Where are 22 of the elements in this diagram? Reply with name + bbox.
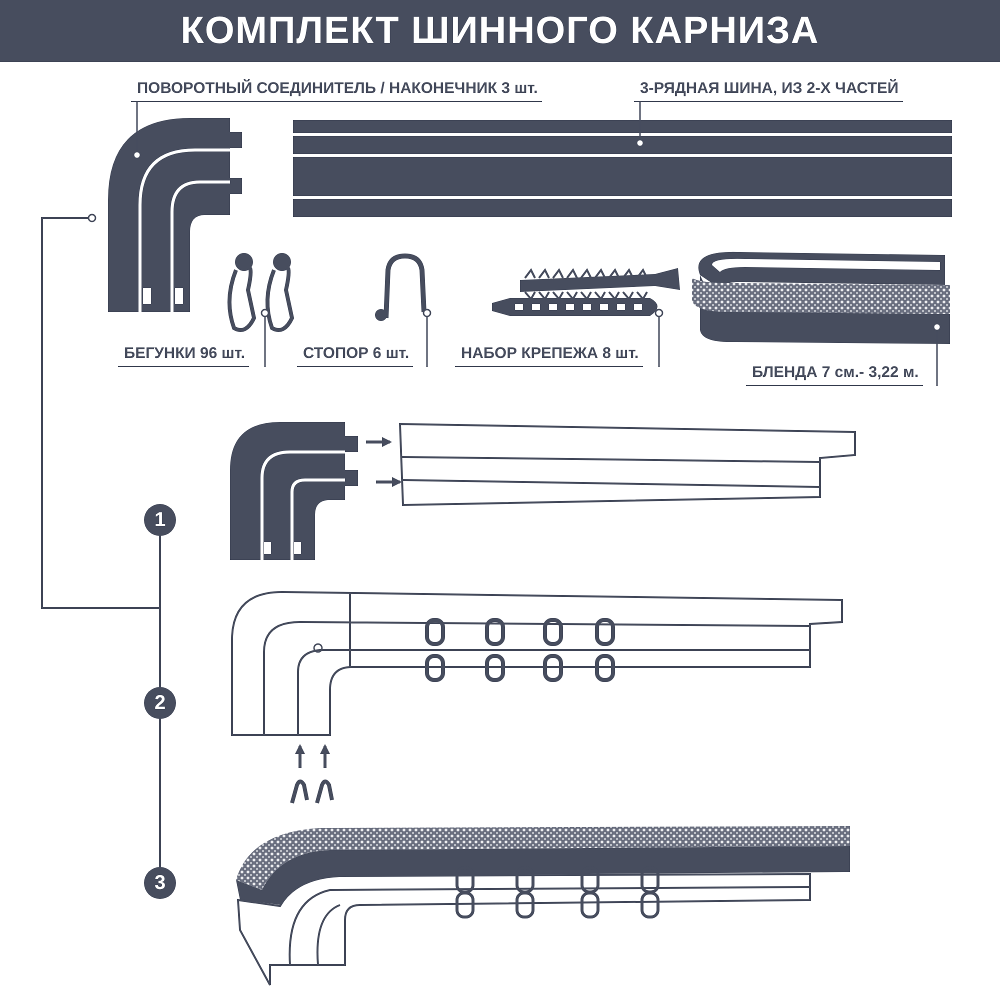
leader-line xyxy=(422,308,432,367)
part-label: БЛЕНДА 7 см.- 3,22 м. xyxy=(746,364,923,386)
part-label: БЕГУНКИ 96 шт. xyxy=(118,345,250,367)
part-drawing xyxy=(375,254,426,321)
part-drawing xyxy=(692,252,950,344)
leader-line xyxy=(654,308,664,367)
part-label: СТОПОР 6 шт. xyxy=(297,345,414,367)
part-drawing xyxy=(108,118,242,312)
leader-line xyxy=(932,322,942,386)
step-number: 1 xyxy=(144,504,176,536)
part-label: 3-РЯДНАЯ ШИНА, ИЗ 2-Х ЧАСТЕЙ xyxy=(634,80,903,102)
leader-line xyxy=(132,102,142,160)
part-drawing xyxy=(228,253,294,332)
leader-line xyxy=(260,308,270,367)
title-banner: КОМПЛЕКТ ШИННОГО КАРНИЗА xyxy=(0,0,1000,62)
part-drawing xyxy=(492,268,680,316)
leader-line xyxy=(636,102,644,148)
part-label: ПОВОРОТНЫЙ СОЕДИНИТЕЛЬ / НАКОНЕЧНИК 3 шт. xyxy=(131,80,542,102)
part-label: НАБОР КРЕПЕЖА 8 шт. xyxy=(455,345,643,367)
part-drawing xyxy=(293,120,952,217)
step-number: 3 xyxy=(144,867,176,899)
step-number: 2 xyxy=(144,687,176,719)
